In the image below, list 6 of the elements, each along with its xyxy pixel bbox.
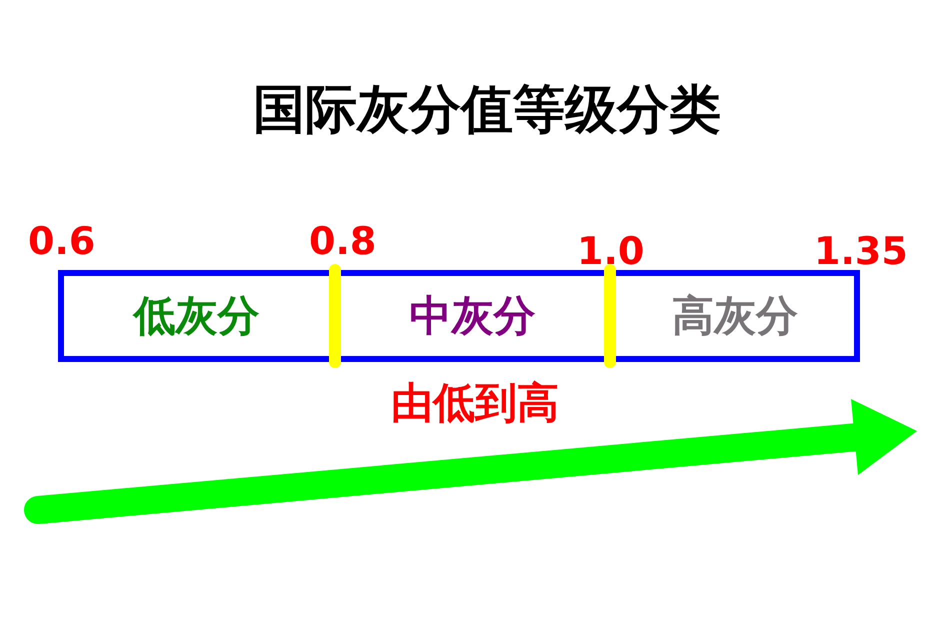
- title: 国际灰分值等级分类: [253, 84, 721, 136]
- tick-value: 1.35: [814, 232, 908, 270]
- tick-value: 0.6: [28, 222, 96, 260]
- tick-value: 1.0: [577, 232, 644, 270]
- tick-value: 0.8: [309, 222, 376, 260]
- direction-label: 由低到高: [391, 382, 559, 424]
